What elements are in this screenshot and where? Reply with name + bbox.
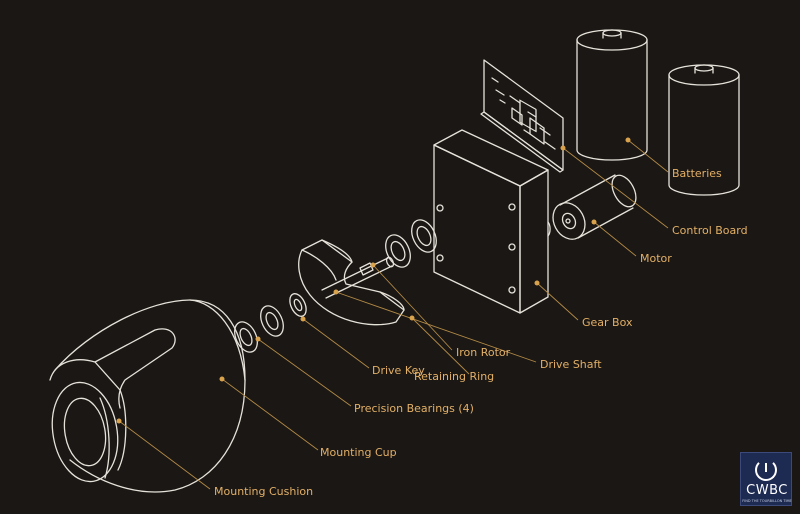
label-mounting-cup: Mounting Cup [320,446,397,459]
bearing-upper-2 [385,234,411,268]
brand-logo: CWBC FIND THE TOURBILLON TIME [740,452,792,506]
label-motor: Motor [640,252,672,265]
bearing-upper-1 [411,219,437,253]
label-retaining-ring: Retaining Ring [414,370,494,383]
motor [552,174,637,240]
battery-2 [668,64,740,196]
bearing-lower-2 [234,321,258,353]
logo-hand [765,463,767,472]
label-mounting-cushion: Mounting Cushion [214,485,313,498]
gear-box [433,129,551,314]
label-control-board: Control Board [672,224,748,237]
label-drive-shaft: Drive Shaft [540,358,602,371]
label-gear-box: Gear Box [582,316,633,329]
logo-tagline: FIND THE TOURBILLON TIME [742,499,792,503]
label-precision-bearings: Precision Bearings (4) [354,402,474,415]
label-drive-key: Drive Key [372,364,425,377]
mounting-cup [54,299,246,493]
label-batteries: Batteries [672,167,722,180]
bearing-lower-1 [260,305,284,337]
iron-rotor [298,239,405,326]
label-iron-rotor: Iron Rotor [456,346,511,359]
drive-key [289,293,307,317]
battery-1 [576,29,648,161]
logo-brand: CWBC [746,483,788,498]
watch-winder-icon [755,459,777,481]
control-board [480,59,564,173]
mounting-cushion [49,328,176,483]
